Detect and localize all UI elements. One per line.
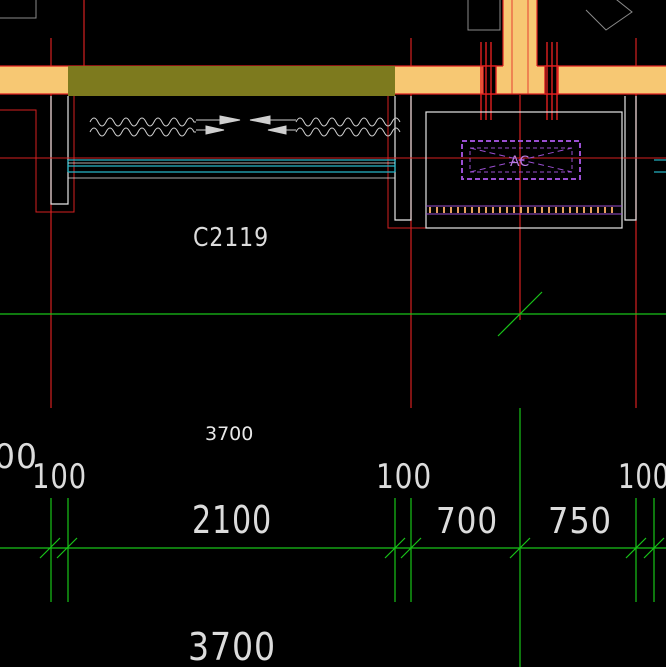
- pipe-marks: [480, 42, 559, 120]
- window-tag: C2119: [193, 223, 269, 253]
- ac-grille: [426, 205, 622, 215]
- dim-segment-b: 750: [548, 501, 612, 542]
- window-glazing: [67, 159, 666, 173]
- span-label: 3700: [205, 423, 253, 445]
- dim-wall-right: 100: [618, 457, 666, 497]
- window-frame-olive: [68, 66, 395, 96]
- dim-total: 3700: [188, 625, 276, 667]
- curtain-symbol: [89, 117, 401, 137]
- top-fragments: [0, 0, 633, 31]
- dim-wall-left: 100: [32, 457, 87, 497]
- green-reference-lines: [0, 291, 666, 667]
- wall-column-vertical: [503, 0, 537, 94]
- dim-partial-left: 00: [0, 437, 38, 477]
- glazing-white-lines: [68, 162, 395, 179]
- ac-unit-label: AC: [510, 154, 529, 170]
- ac-unit-cross: [469, 147, 573, 173]
- ac-unit-inner: [469, 147, 573, 173]
- ac-platform-outline: [425, 111, 623, 229]
- dimension-line: [0, 498, 666, 602]
- ac-grille-bars: [429, 207, 613, 213]
- dim-window-width: 2100: [192, 498, 272, 542]
- dim-segment-a: 700: [436, 501, 498, 542]
- ac-unit-box: [461, 140, 581, 180]
- dim-wall-mid: 100: [376, 457, 432, 497]
- curtain-arrows: [196, 115, 296, 135]
- pier-outline-red: [0, 96, 426, 229]
